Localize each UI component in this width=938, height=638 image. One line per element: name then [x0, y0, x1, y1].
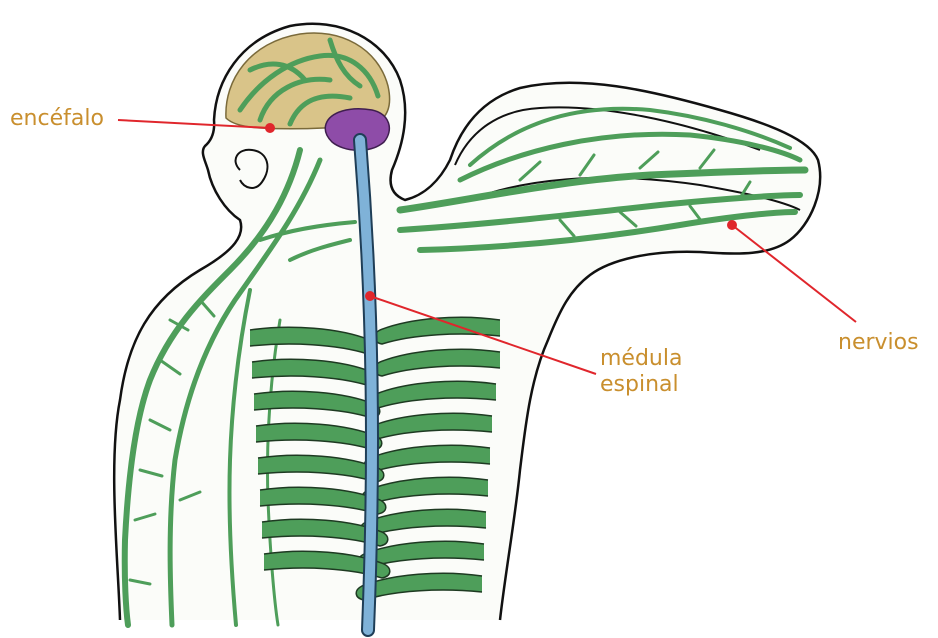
label-brain: encéfalo — [10, 106, 104, 132]
label-nerves: nervios — [838, 330, 919, 356]
leader-line-nerves — [732, 225, 856, 322]
label-spinal-cord-line2: espinal — [600, 372, 682, 398]
leader-dot-nerves — [728, 221, 736, 229]
label-spinal-cord: médula espinal — [600, 346, 682, 398]
label-spinal-cord-line1: médula — [600, 346, 682, 372]
leader-dot-spinal-cord — [366, 292, 374, 300]
leader-dot-brain — [266, 124, 274, 132]
